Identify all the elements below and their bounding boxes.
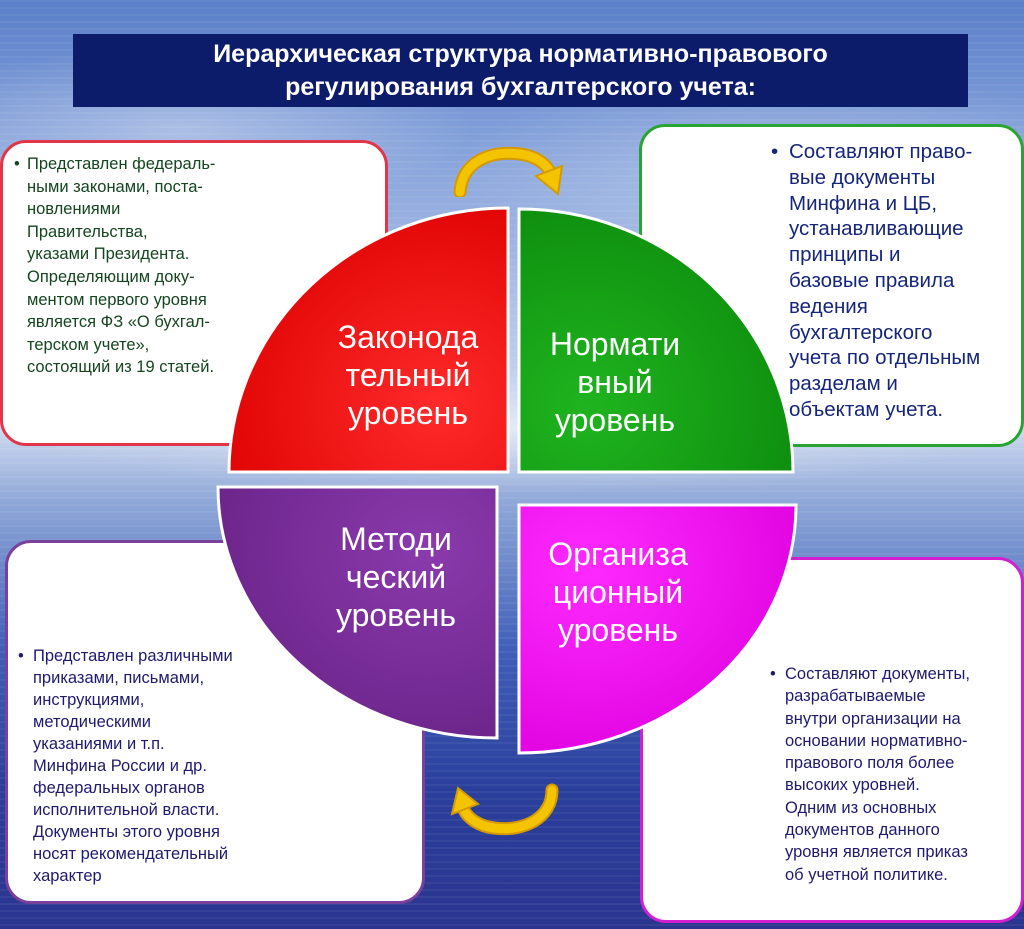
text-line: ведения [789, 294, 868, 318]
organizational-quadrant [517, 503, 798, 755]
organizational-description-item: Составляют документы, разрабатываемые внут… [770, 663, 1015, 886]
text-line: уровень [557, 612, 678, 648]
legislative-quadrant [227, 206, 510, 474]
title-line-2: регулирования бухгалтерского учета: [285, 73, 756, 101]
text-line: указами Президента. [27, 245, 190, 264]
text-line: ментом первого уровня [27, 290, 207, 309]
text-line: об учетной политике. [785, 865, 948, 884]
text-line: внутри организации на [785, 709, 961, 728]
text-line: ными законами, поста- [27, 177, 203, 196]
text-line: устанавливающие [789, 217, 964, 241]
text-line: уровень [335, 597, 456, 633]
text-line: характер [33, 867, 102, 885]
text-line: терском учете», [27, 335, 150, 354]
text-line: вые документы [789, 165, 936, 189]
text-line: уровень [347, 395, 468, 431]
text-line: Методи [340, 521, 452, 557]
text-line: принципы и [789, 243, 901, 267]
text-line: инструкциями, [33, 691, 145, 709]
text-line: является ФЗ «О бухгал- [27, 313, 210, 332]
text-line: Одним из основных [785, 798, 937, 817]
text-line: объектам учета. [789, 397, 944, 421]
text-line: Составляют документы, [785, 665, 970, 683]
text-line: уровень [554, 402, 675, 438]
methodical-quadrant [216, 485, 499, 740]
text-line: правового поля более [785, 754, 955, 773]
methodical-description-item: Представлен различными приказами, письмам… [18, 645, 288, 887]
cycle-arrow-bottom-icon [450, 783, 559, 836]
text-line: высоких уровней. [785, 776, 920, 795]
text-line: Определяющим доку- [27, 267, 195, 286]
text-line: новлениями [27, 200, 121, 219]
text-line: основании нормативно- [785, 731, 968, 750]
methodical-description: Представлен различными приказами, письмам… [18, 645, 288, 887]
text-line: состоящий из 19 статей. [27, 358, 215, 377]
text-line: Представлен федераль- [27, 155, 216, 173]
text-line: уровня является приказ [785, 843, 968, 862]
organizational-description-text: Составляют документы, разрабатываемые внут… [785, 663, 1015, 886]
text-line: Законода [337, 319, 479, 355]
normative-quadrant [517, 207, 795, 474]
text-line: Минфина России и др. [33, 757, 207, 775]
cycle-arrow-top-icon [453, 146, 564, 197]
organizational-description: Составляют документы, разрабатываемые внут… [770, 663, 1015, 886]
legislative-description-text: Представлен федераль-ными законами, пост… [27, 153, 259, 379]
text-line: разрабатываемые [785, 687, 926, 706]
title-line-1: Иерархическая структура нормативно-право… [213, 40, 828, 68]
text-line: тельный [345, 357, 471, 393]
text-line: Минфина и ЦБ, [789, 191, 938, 215]
text-line: носят рекомендательный [33, 845, 229, 863]
text-line: указаниями и т.п. [33, 735, 165, 753]
legislative-description-item: Представлен федераль-ными законами, пост… [14, 153, 259, 379]
text-line: Правительства, [27, 222, 148, 241]
text-line: бухгалтерского [789, 320, 933, 344]
text-line: ческий [345, 559, 447, 595]
text-line: учета по отдельным [789, 346, 981, 370]
text-line: Документы этого уровня [33, 823, 220, 841]
text-line: ционный [552, 574, 684, 610]
text-line: вный [577, 364, 653, 400]
text-line: разделам и [789, 372, 898, 396]
text-line: исполнительной власти. [33, 801, 220, 819]
text-line: Нормати [549, 326, 681, 362]
text-line: Организа [548, 536, 688, 572]
methodical-description-text: Представлен различными приказами, письмам… [33, 645, 288, 887]
text-line: Составляют право- [789, 140, 973, 163]
legislative-description: Представлен федераль-ными законами, пост… [14, 153, 259, 379]
text-line: базовые правила [789, 268, 955, 292]
text-line: федеральных органов [33, 779, 205, 797]
text-line: документов данного [785, 821, 940, 840]
page-title: Иерархическая структура нормативно-право… [73, 34, 968, 107]
text-line: Представлен различными [33, 647, 233, 665]
text-line: методическими [33, 713, 152, 731]
text-line: приказами, письмами, [33, 669, 205, 687]
